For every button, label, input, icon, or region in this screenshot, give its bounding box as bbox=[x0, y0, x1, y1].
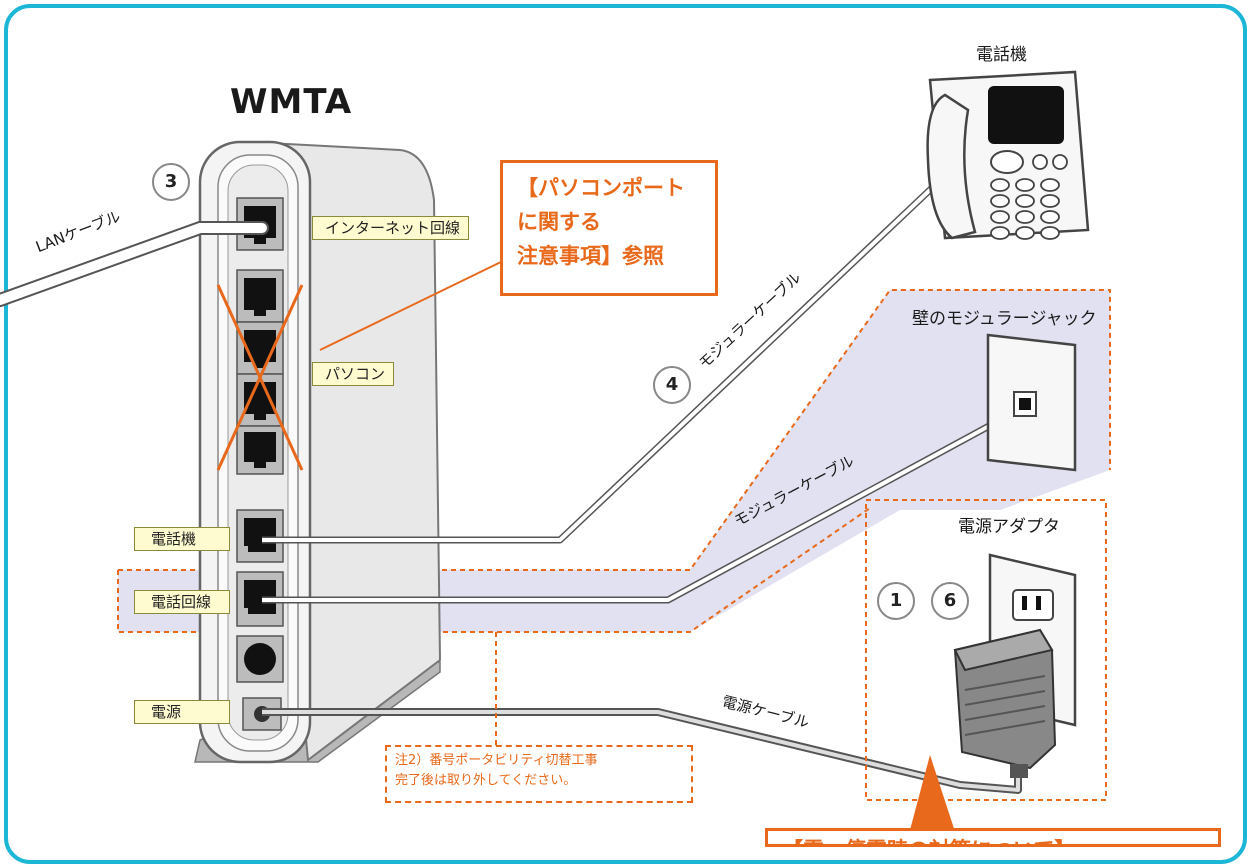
step-lan: 3 bbox=[152, 163, 190, 201]
label-phone: 電話機 bbox=[976, 45, 1027, 65]
phone-line-highlight bbox=[118, 290, 1110, 632]
lightning-pointer bbox=[890, 755, 960, 847]
step-power-b: 6 bbox=[931, 582, 969, 620]
tag-pc: パソコン bbox=[312, 362, 395, 386]
portability-note: 注2）番号ポータビリティ切替工事 完了後は取り外してください。 bbox=[385, 745, 693, 803]
port-pc-group bbox=[236, 269, 284, 475]
lightning-note[interactable]: 【雷・停電時の対策について】 bbox=[765, 828, 1221, 847]
power-adapter-area bbox=[865, 499, 1107, 801]
wall-jack-illustration bbox=[986, 333, 1077, 472]
telephone-illustration bbox=[926, 70, 1090, 240]
pc-port-note-line2: に関する bbox=[517, 210, 601, 234]
step-phone: 4 bbox=[653, 366, 691, 404]
tag-internet: インターネット回線 bbox=[312, 216, 470, 240]
pc-port-note-line1: 【パソコンポート bbox=[517, 176, 685, 200]
pc-port-note[interactable]: 【パソコンポート に関する 注意事項】参照 bbox=[500, 160, 718, 296]
device-title: WMTA bbox=[230, 82, 353, 122]
tag-power: 電源 bbox=[134, 700, 230, 724]
step-power-a: 1 bbox=[877, 582, 915, 620]
phone-line-highlight-border bbox=[118, 289, 1111, 571]
label-power-adapter: 電源アダプタ bbox=[958, 517, 1060, 537]
pc-port-note-line3: 注意事項】参照 bbox=[517, 244, 664, 268]
adapter-illustration bbox=[953, 628, 1057, 778]
portability-note-line2: 完了後は取り外してください。 bbox=[395, 773, 577, 788]
tag-line: 電話回線 bbox=[134, 590, 230, 614]
portability-note-line1: 注2）番号ポータビリティ切替工事 bbox=[395, 753, 598, 768]
tag-phone: 電話機 bbox=[134, 527, 230, 551]
label-wall-jack: 壁のモジュラージャック bbox=[912, 309, 1097, 329]
